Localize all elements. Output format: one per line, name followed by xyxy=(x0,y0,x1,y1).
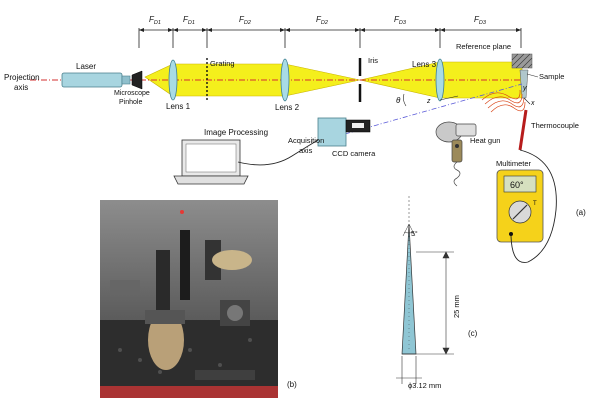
probe-angle-mark xyxy=(402,223,416,237)
lens-2 xyxy=(280,58,290,102)
thermocouple-cable xyxy=(510,149,557,263)
multimeter-t-label: T xyxy=(533,201,537,207)
laser-label: Laser xyxy=(76,62,96,71)
heat-waves xyxy=(481,89,526,113)
distance-label-fd1-b: FD1 xyxy=(183,15,195,26)
reference-plane-hatching xyxy=(511,53,533,69)
laser-tip xyxy=(121,75,131,85)
multimeter-label: Multimeter xyxy=(496,159,532,168)
theta-arc xyxy=(403,93,407,107)
axis-label-y: y xyxy=(522,85,527,92)
acquisition-axis-label-2: axis xyxy=(299,146,313,155)
lens-3 xyxy=(435,58,445,102)
axis-label-z: z xyxy=(426,98,431,105)
probe-diameter-dimension xyxy=(396,356,422,384)
probe-length-dimension xyxy=(416,251,454,355)
iris-label: Iris xyxy=(368,56,378,65)
thermocouple-probe xyxy=(518,109,528,151)
multimeter-reading: 60° xyxy=(510,180,524,190)
lens-1-label: Lens 1 xyxy=(166,102,191,111)
projection-axis-label-1: Projection xyxy=(4,73,40,82)
multimeter-display xyxy=(503,175,537,193)
multimeter-socket xyxy=(509,232,513,236)
reference-plane-label: Reference plane xyxy=(456,42,511,51)
lens-3-label: Lens 3 xyxy=(412,60,437,69)
laser-beam xyxy=(144,61,523,99)
panel-a-label: (a) xyxy=(576,208,586,217)
theta-label: θ xyxy=(396,96,401,105)
probe-drawing xyxy=(401,196,417,355)
projection-axis-label-2: axis xyxy=(14,83,28,92)
ccd-camera xyxy=(317,117,371,147)
multimeter-dial-pointer xyxy=(512,204,528,220)
probe-diameter-label: ϕ3.12 mm xyxy=(408,381,441,390)
heat-gun xyxy=(435,121,477,187)
lens-1 xyxy=(168,59,178,101)
heat-gun-label: Heat gun xyxy=(470,136,500,145)
pinhole-label: Pinhole xyxy=(119,99,142,106)
acquisition-axis-label-1: Acquisition xyxy=(288,136,324,145)
distance-label-fd3-b: FD3 xyxy=(474,15,487,26)
distance-label-fd2-a: FD2 xyxy=(239,15,251,26)
image-processing-label: Image Processing xyxy=(204,128,268,137)
microscope-objective xyxy=(131,70,143,90)
grating-label: Grating xyxy=(210,59,235,68)
probe-angle-label: 5° xyxy=(411,230,418,238)
distance-label-fd2-b: FD2 xyxy=(316,15,328,26)
axis-x-arrow xyxy=(523,97,531,105)
distance-label-fd1-a: FD1 xyxy=(149,15,161,26)
sample xyxy=(519,69,529,99)
z-arrow xyxy=(439,95,459,101)
dimension-arrowheads xyxy=(139,28,521,32)
axis-label-x: x xyxy=(530,100,535,107)
ccd-camera-label: CCD camera xyxy=(332,149,376,158)
laser-body xyxy=(61,72,123,88)
laptop xyxy=(173,139,249,185)
panel-b-label: (b) xyxy=(287,380,297,389)
sample-leader xyxy=(526,73,539,78)
acquisition-axis-line xyxy=(344,83,523,135)
setup-photograph xyxy=(100,200,278,398)
probe-length-label: 25 mm xyxy=(452,295,461,318)
sample-label: Sample xyxy=(539,72,564,81)
camera-cable xyxy=(237,139,319,166)
distance-label-fd3-a: FD3 xyxy=(394,15,407,26)
panel-c-label: (c) xyxy=(468,329,478,338)
thermocouple-label: Thermocouple xyxy=(531,121,579,130)
microscope-label: Microscope xyxy=(114,90,150,97)
setup-photograph-image xyxy=(100,200,278,398)
lens-2-label: Lens 2 xyxy=(275,103,300,112)
